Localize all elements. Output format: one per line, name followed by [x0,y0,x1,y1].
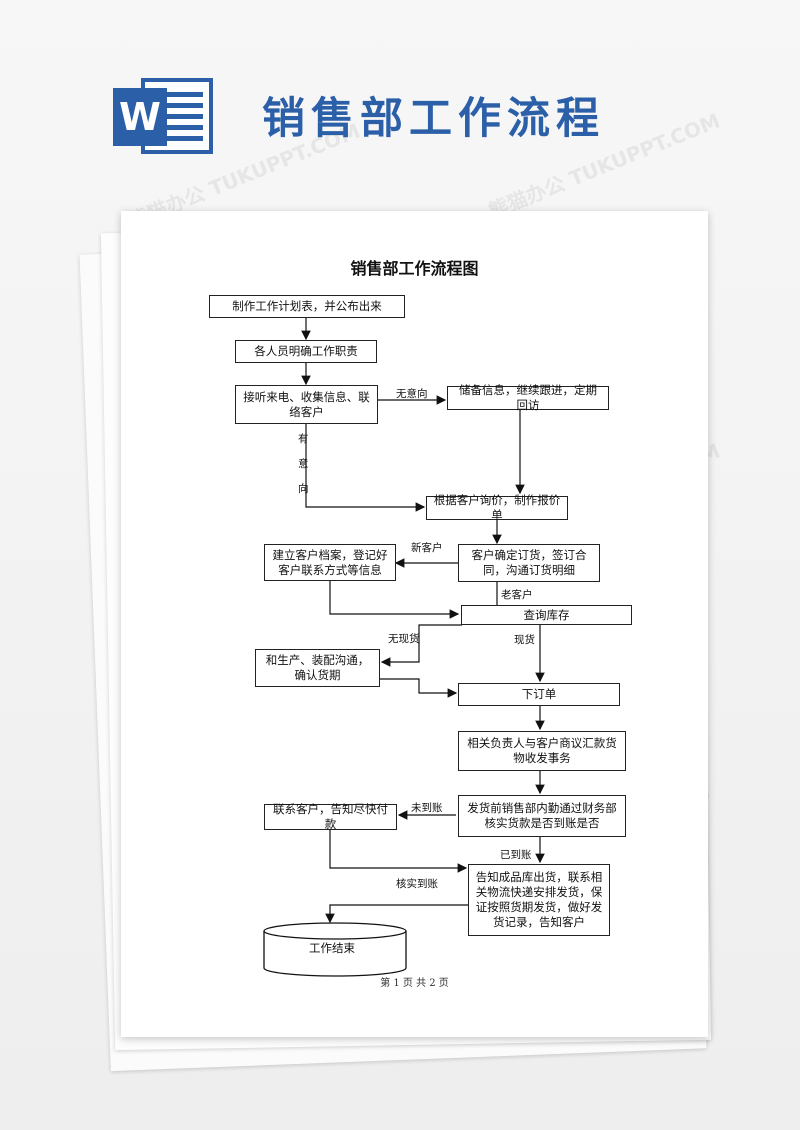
label-has-intent: 意 [298,458,309,470]
step-production: 和生产、装配沟通，确认货期 [255,649,380,687]
step-inventory: 查询库存 [461,605,632,625]
label-received: 已到账 [500,849,532,861]
step-verify: 发货前销售部内勤通过财务部核实货款是否到账是否 [458,795,626,837]
label-not-received: 未到账 [411,802,443,814]
page-footer: 第 1 页 共 2 页 [380,978,449,989]
label-new-customer: 新客户 [411,542,443,554]
label-no-intent: 无意向 [396,388,428,400]
step-calls: 接听来电、收集信息、联络客户 [235,385,378,424]
label-in-stock: 现货 [514,634,535,646]
document-title: 销售部工作流程图 [350,259,479,278]
label-verified: 核实到账 [396,878,438,890]
label-has-intent: 有 [298,433,309,445]
label-has-intent: 向 [298,483,309,495]
label-old-customer: 老客户 [501,589,533,601]
step-end: 工作结束 [309,941,355,955]
step-plan: 制作工作计划表，并公布出来 [209,295,405,318]
step-order: 下订单 [458,683,620,706]
step-quote: 根据客户询价，制作报价单 [426,493,568,522]
word-icon: W [113,78,213,154]
step-negotiate: 相关负责人与客户商议汇款货物收发事务 [458,731,626,771]
step-contact-customer: 联系客户，告知尽快付款 [264,802,397,831]
step-ship: 告知成品库出货，联系相关物流快递安排发货，保证按照货期发货，做好发货记录，告知客… [468,864,610,936]
banner-title: 销售部工作流程 [262,94,605,144]
step-store-info: 储备信息，继续跟进，定期回访 [447,383,609,412]
step-duties: 各人员明确工作职责 [235,340,377,363]
label-no-stock: 无现货 [388,633,420,645]
step-confirm: 客户确定订货，签订合同，沟通订货明细 [458,544,600,582]
svg-text:W: W [119,95,161,139]
step-archive: 建立客户档案，登记好客户联系方式等信息 [264,544,396,581]
end-terminal-shape [263,922,407,977]
